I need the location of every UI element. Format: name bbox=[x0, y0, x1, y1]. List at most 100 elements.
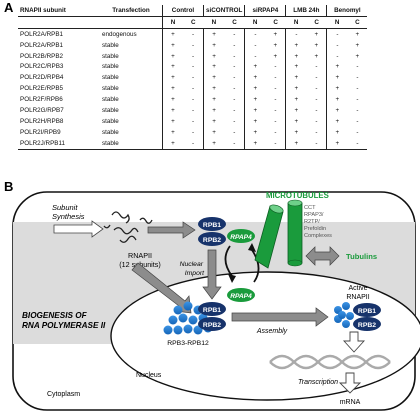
localization-cell: + bbox=[244, 137, 266, 150]
localization-cell: + bbox=[306, 28, 328, 40]
localization-cell: + bbox=[294, 117, 299, 125]
rpb3-rpb12-cluster bbox=[163, 301, 213, 335]
localization-cell: + bbox=[171, 52, 175, 60]
transfection-cell: stable bbox=[100, 72, 163, 84]
rpb1-cyto-label: RPB1 bbox=[203, 222, 221, 229]
localization-cell: + bbox=[335, 117, 340, 125]
localization-cell: + bbox=[253, 74, 258, 82]
localization-cell: + bbox=[294, 106, 299, 114]
subunit-synthesis-label-2: Synthesis bbox=[52, 212, 85, 221]
localization-cell: + bbox=[171, 63, 175, 71]
shuttle-arrowhead-down bbox=[228, 274, 236, 283]
localization-cell: + bbox=[265, 28, 287, 40]
localization-cell: - bbox=[265, 137, 287, 150]
localization-cell: - bbox=[306, 137, 328, 150]
biogenesis-title-2: RNA POLYMERASE II bbox=[22, 321, 106, 330]
subunit-cell: POLR2A/RPB1 bbox=[20, 30, 64, 38]
localization-cell: + bbox=[171, 41, 175, 49]
transfection-cell: stable bbox=[100, 61, 163, 73]
rpb1-nuclear-label: RPB1 bbox=[203, 307, 221, 314]
localization-cell: + bbox=[212, 52, 216, 60]
nucleus-outline bbox=[110, 271, 420, 401]
localization-cell: + bbox=[212, 41, 216, 49]
localization-cell: - bbox=[224, 72, 246, 84]
arrow-to-mrna bbox=[338, 372, 362, 394]
r2tp-label: R2TP/ bbox=[304, 219, 320, 225]
synthesis-arrow bbox=[53, 220, 104, 238]
localization-cell: - bbox=[183, 115, 204, 127]
mrna-label: mRNA bbox=[340, 399, 361, 406]
localization-cell: - bbox=[336, 30, 339, 38]
subunit-cell: POLR2D/RPB4 bbox=[20, 74, 64, 82]
shuttle-arrow-up bbox=[251, 249, 260, 283]
transfection-cell: stable bbox=[100, 126, 163, 138]
localization-cell: - bbox=[224, 61, 246, 73]
nucleus-label: Nucleus bbox=[136, 372, 162, 379]
localization-cell: - bbox=[183, 126, 204, 138]
nc-header: C bbox=[183, 16, 204, 29]
localization-cell: + bbox=[355, 30, 360, 38]
transfection-cell: endogenous bbox=[100, 28, 163, 40]
localization-cell: + bbox=[294, 96, 299, 104]
cct-label: CCT bbox=[304, 205, 316, 211]
localization-cell: - bbox=[183, 50, 204, 62]
rpap4-nuclear-label: RPAP4 bbox=[230, 293, 252, 300]
localization-cell: + bbox=[265, 50, 287, 62]
localization-cell: + bbox=[212, 106, 216, 114]
assembly-arrow bbox=[231, 307, 329, 327]
localization-cell: + bbox=[253, 128, 258, 136]
localization-cell: - bbox=[265, 115, 287, 127]
localization-cell: - bbox=[306, 105, 328, 116]
panel-a-letter: A bbox=[4, 0, 14, 15]
subunit-cell: POLR2E/RPB5 bbox=[20, 85, 64, 93]
nuclear-import-label-1: Nuclear bbox=[180, 261, 204, 268]
transfection-cell: stable bbox=[100, 39, 163, 51]
localization-cell: - bbox=[224, 28, 246, 40]
localization-cell: - bbox=[265, 94, 287, 106]
localization-cell: - bbox=[183, 83, 204, 95]
microtubule-cylinders bbox=[254, 199, 303, 269]
rpb1-cyto bbox=[198, 217, 226, 231]
assembly-label: Assembly bbox=[256, 328, 288, 335]
localization-cell: + bbox=[203, 137, 225, 150]
rpap3-label: RPAP3/ bbox=[304, 212, 324, 218]
rpb2-cyto bbox=[198, 232, 226, 246]
localization-cell: + bbox=[306, 39, 328, 51]
rpb2-nuclear-label: RPB2 bbox=[203, 322, 221, 329]
localization-cell: - bbox=[306, 115, 328, 127]
rpap4-cyto-label: RPAP4 bbox=[230, 234, 252, 241]
localization-cell: - bbox=[224, 94, 246, 106]
rpb2-nuclear bbox=[198, 317, 226, 331]
localization-cell: - bbox=[306, 61, 328, 73]
localization-cell: + bbox=[335, 85, 340, 93]
subunit-cell: POLR2F/RPB6 bbox=[20, 96, 63, 104]
localization-cell: - bbox=[224, 50, 246, 62]
localization-cell: + bbox=[294, 128, 299, 136]
subunit-cell: POLR2I/RPB9 bbox=[20, 128, 61, 136]
localization-cell: + bbox=[212, 96, 216, 104]
localization-cell: + bbox=[212, 85, 216, 93]
localization-cell: - bbox=[224, 105, 246, 116]
localization-cell: - bbox=[295, 30, 298, 38]
localization-cell: + bbox=[335, 128, 340, 136]
biogenesis-title-1: BIOGENESIS OF bbox=[22, 311, 88, 320]
cytoplasm-label: Cytoplasm bbox=[47, 391, 80, 398]
transcription-label: Transcription bbox=[298, 379, 338, 386]
rpb3-rpb12-label: RPB3-RPB12 bbox=[167, 340, 209, 347]
nc-header: C bbox=[306, 16, 327, 29]
localization-cell: + bbox=[212, 30, 216, 38]
subunit-cell: POLR2G/RPB7 bbox=[20, 106, 64, 114]
localization-cell: - bbox=[356, 117, 359, 125]
rpb2-cyto-label: RPB2 bbox=[203, 237, 221, 244]
nc-header: N bbox=[244, 16, 266, 29]
localization-cell: - bbox=[183, 137, 204, 150]
localization-cell: - bbox=[356, 63, 359, 71]
